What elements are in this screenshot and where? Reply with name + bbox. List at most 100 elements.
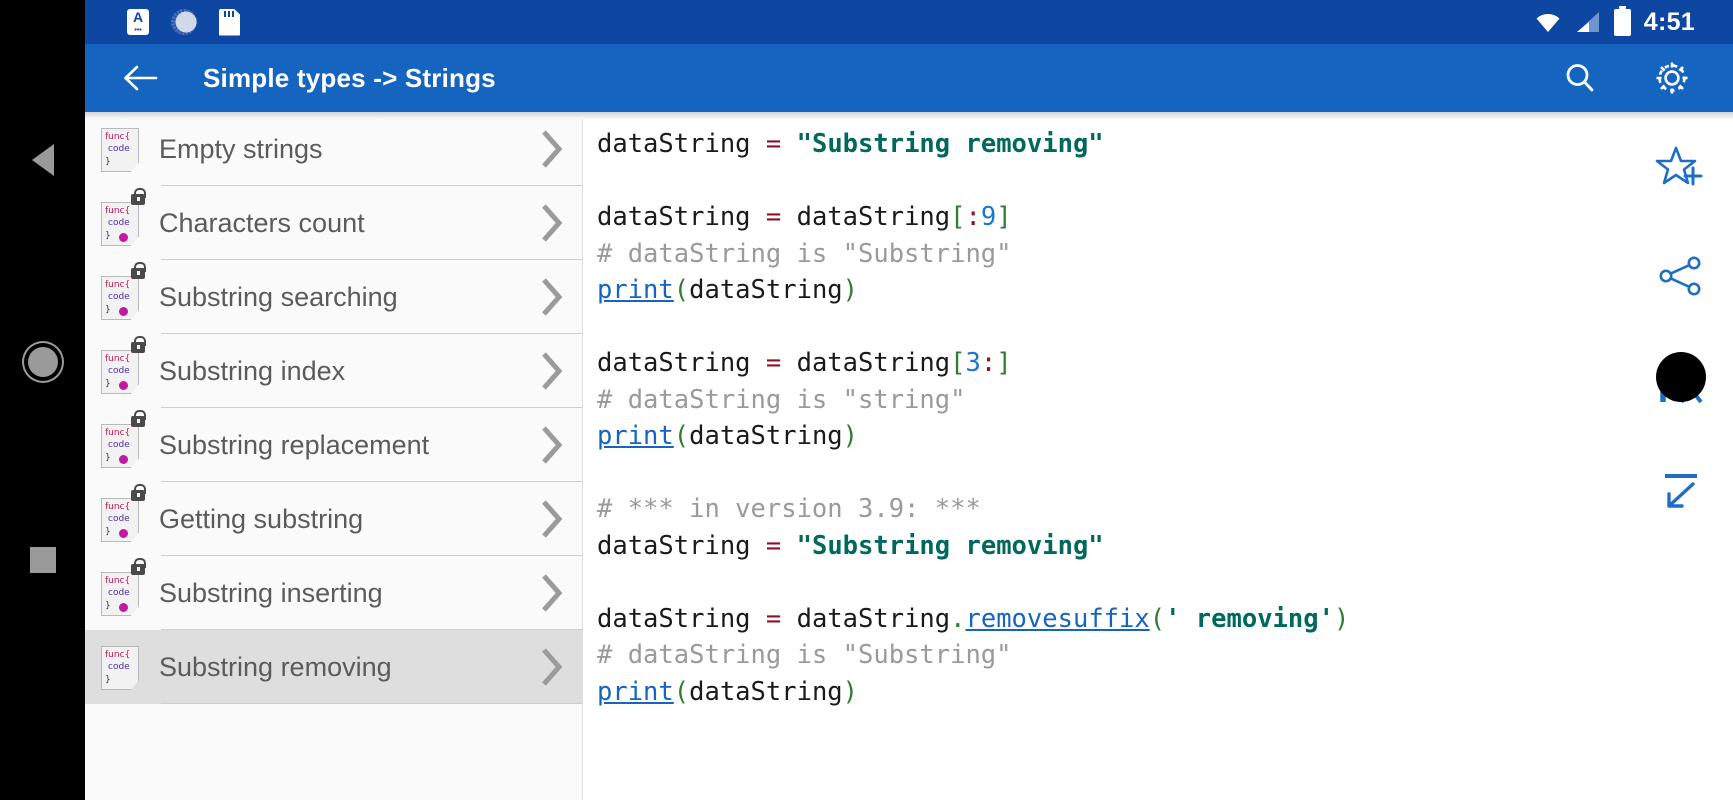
- sidebar-item-label: Getting substring: [159, 503, 364, 534]
- lock-icon: [131, 188, 146, 205]
- chevron-right-icon[interactable]: [520, 497, 582, 541]
- premium-dot-icon: [119, 307, 128, 316]
- collapse-down-left-button[interactable]: [1649, 460, 1713, 524]
- touch-indicator: [1656, 352, 1706, 402]
- code-snippet-icon: func{code}: [101, 336, 146, 394]
- code-snippet-icon: func{code}: [101, 188, 146, 246]
- ime-keyboard-icon: A: [127, 9, 149, 35]
- snippet-line-3: }: [105, 157, 111, 167]
- premium-dot-icon: [119, 455, 128, 464]
- sidebar-item-empty-strings[interactable]: func{code}Empty strings: [85, 112, 582, 186]
- chevron-right-icon[interactable]: [520, 127, 582, 171]
- snippet-line-2: code: [108, 218, 130, 228]
- code-snippet-paper: func{code}: [101, 128, 139, 172]
- list-divider: [161, 629, 582, 630]
- snippet-line-2: code: [108, 588, 130, 598]
- app-bar: Simple types -> Strings: [85, 44, 1733, 112]
- premium-dot-icon: [119, 529, 128, 538]
- settings-button[interactable]: [1651, 57, 1693, 99]
- code-snippet-paper: func{code}: [101, 424, 139, 468]
- android-navigation-bar: [0, 0, 85, 800]
- snippet-line-1: func{: [105, 132, 131, 142]
- action-rail: [1629, 112, 1733, 800]
- home-circle-icon: [27, 347, 58, 377]
- chevron-right-icon[interactable]: [520, 571, 582, 615]
- snippet-line-1: func{: [105, 650, 131, 660]
- chevron-right-icon[interactable]: [520, 645, 582, 689]
- snippet-line-2: code: [108, 292, 130, 302]
- lock-icon: [131, 262, 146, 279]
- app-bar-back-button[interactable]: [119, 57, 161, 99]
- code-snippet-paper: func{code}: [101, 646, 139, 690]
- code-block: dataString = "Substring removing" dataSt…: [597, 129, 1350, 707]
- code-snippet-icon: func{code}: [101, 126, 141, 172]
- status-bar-right-icons: 4:51: [1534, 5, 1717, 37]
- sync-spinner-icon: [171, 9, 197, 35]
- code-snippet-paper: func{code}: [101, 202, 139, 246]
- collapse-down-left-icon: [1665, 474, 1697, 508]
- device-viewport: A 4:51 Sim: [85, 0, 1733, 800]
- chevron-right-icon[interactable]: [520, 275, 582, 319]
- sd-card-icon: [219, 8, 240, 36]
- share-button[interactable]: [1649, 244, 1713, 308]
- code-snippet-paper: func{code}: [101, 498, 139, 542]
- snippet-line-2: code: [108, 440, 130, 450]
- sidebar-item-substring-index[interactable]: func{code}Substring index: [85, 334, 582, 408]
- snippet-line-3: }: [105, 527, 111, 537]
- snippet-line-3: }: [105, 231, 111, 241]
- sidebar-item-getting-substring[interactable]: func{code} Getting substring: [85, 482, 582, 556]
- cell-signal-icon: [1576, 12, 1599, 32]
- status-bar-left-icons: A: [127, 8, 240, 36]
- code-snippet-paper: func{code}: [101, 350, 139, 394]
- sidebar-item-substring-removing[interactable]: func{code} Substring removing: [85, 630, 582, 704]
- sidebar-item-label: Substring removing: [159, 651, 392, 682]
- status-bar: A 4:51: [85, 0, 1733, 44]
- gear-icon: [1656, 62, 1688, 94]
- sidebar-item-substring-inserting[interactable]: func{code} Substring inserting: [85, 556, 582, 630]
- sidebar-item-label: Substring searching: [159, 281, 398, 312]
- premium-dot-icon: [119, 233, 128, 242]
- add-to-favorites-button[interactable]: [1649, 136, 1713, 200]
- nav-home-button[interactable]: [0, 332, 85, 392]
- list-divider: [161, 703, 582, 704]
- chevron-right-icon[interactable]: [520, 423, 582, 467]
- sidebar-item-characters-count[interactable]: func{code} Characters count: [85, 186, 582, 260]
- code-snippet-paper: func{code}: [101, 572, 139, 616]
- snippet-line-2: code: [108, 366, 130, 376]
- premium-dot-icon: [119, 381, 128, 390]
- battery-icon: [1613, 5, 1631, 36]
- add-to-favorites-icon: [1655, 146, 1703, 186]
- wifi-icon: [1536, 14, 1560, 32]
- search-button[interactable]: [1559, 57, 1601, 99]
- list-divider: [161, 333, 582, 334]
- sidebar-item-label: Substring index: [159, 355, 346, 386]
- code-snippet-icon: func{code}: [101, 484, 146, 542]
- sidebar-item-substring-searching[interactable]: func{code}Substring searching: [85, 260, 582, 334]
- snippet-line-2: code: [108, 514, 130, 524]
- sidebar-item-label: Substring inserting: [159, 577, 383, 608]
- list-divider: [161, 185, 582, 186]
- chevron-right-icon[interactable]: [520, 201, 582, 245]
- snippet-line-3: }: [105, 675, 111, 685]
- sidebar-item-label: Characters count: [159, 207, 365, 238]
- page-title: Simple types -> Strings: [203, 62, 496, 93]
- sidebar-item-label: Substring replacement: [159, 429, 430, 460]
- sidebar-item-substring-replacement[interactable]: func{code}Substring replacement: [85, 408, 582, 482]
- search-icon: [1566, 64, 1594, 92]
- code-viewer[interactable]: dataString = "Substring removing" dataSt…: [583, 112, 1733, 800]
- list-divider: [161, 555, 582, 556]
- snippet-line-1: func{: [105, 428, 131, 438]
- lock-icon: [131, 336, 146, 353]
- lock-icon: [131, 410, 146, 427]
- nav-recents-button[interactable]: [0, 530, 85, 590]
- chevron-right-icon[interactable]: [520, 349, 582, 393]
- snippet-line-1: func{: [105, 354, 131, 364]
- list-divider: [161, 407, 582, 408]
- recents-square-icon: [29, 547, 56, 573]
- lock-icon: [131, 484, 146, 501]
- nav-back-button[interactable]: [0, 130, 85, 190]
- lock-icon: [131, 558, 146, 575]
